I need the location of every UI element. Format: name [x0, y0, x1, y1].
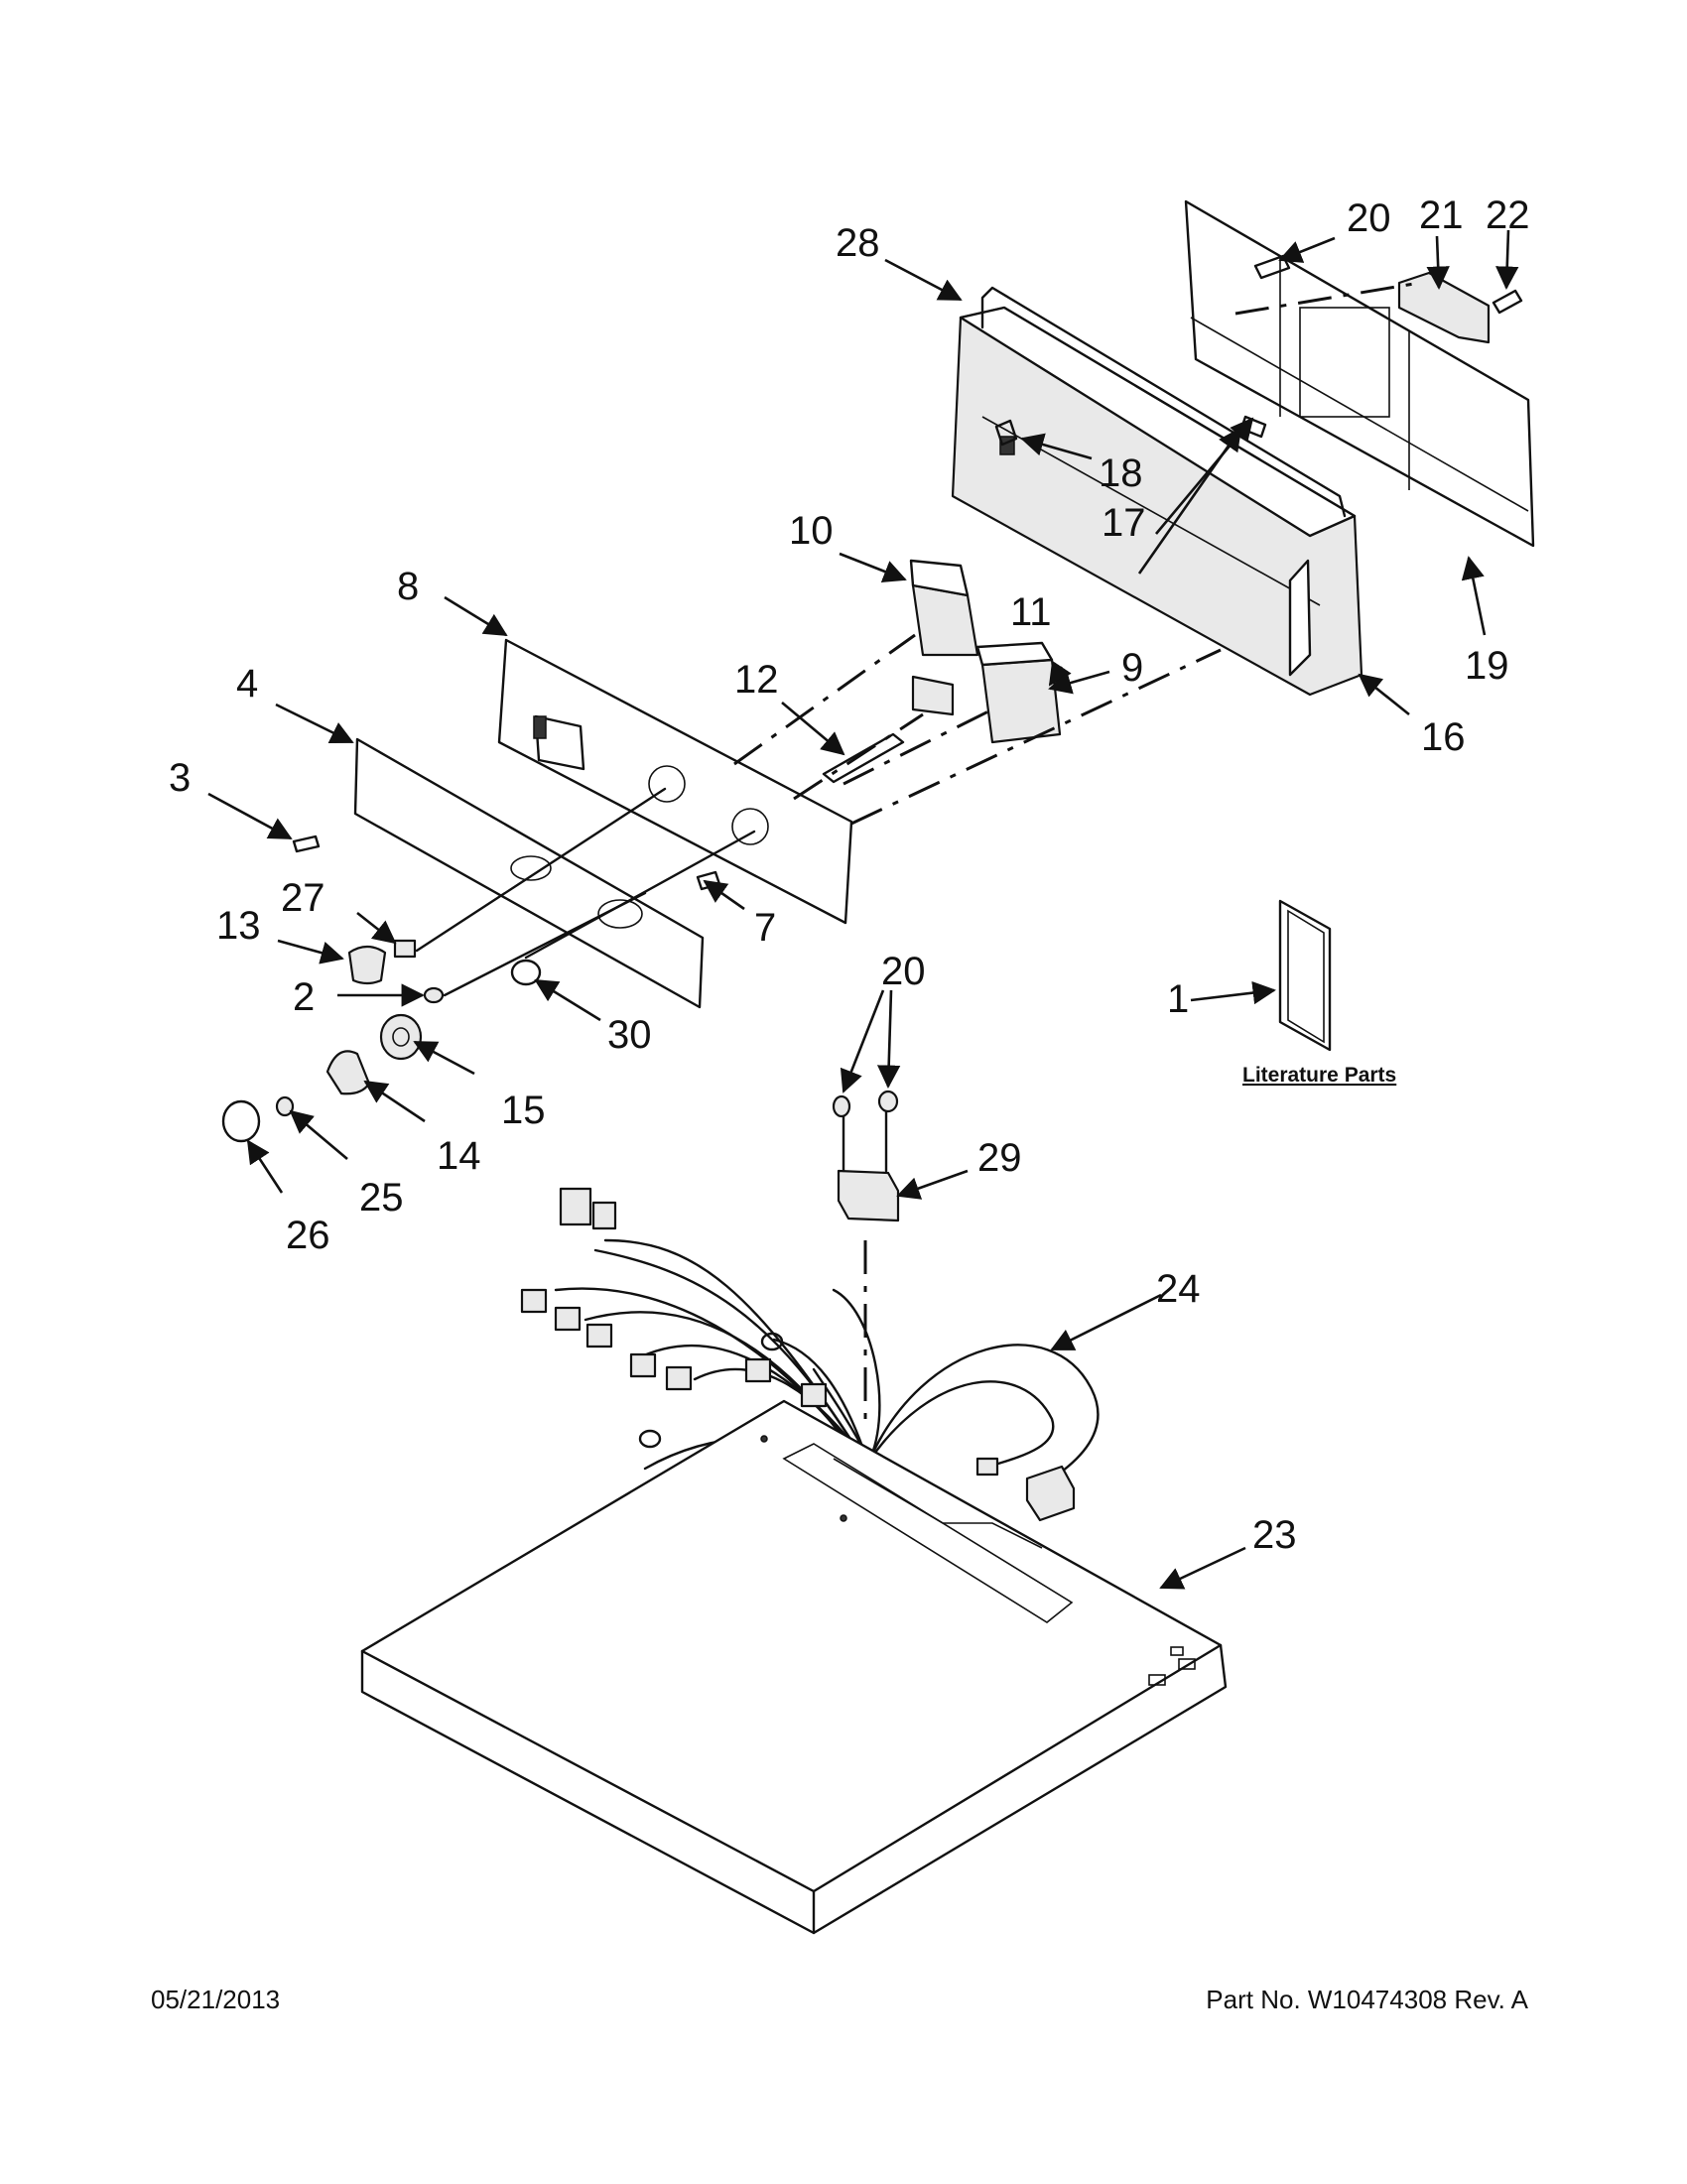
assembly-lines [733, 282, 1415, 1419]
rear-rod-28 [980, 286, 1347, 518]
callout-4: 4 [236, 662, 258, 706]
nut-25 [275, 1095, 295, 1117]
spring-27 [393, 939, 417, 959]
screw-18 [994, 419, 1018, 447]
callout-12: 12 [734, 658, 779, 702]
knob-skirt-15 [379, 1013, 423, 1061]
callout-labels: 28 20 21 22 18 17 19 16 10 11 9 12 8 4 3… [169, 193, 1530, 1557]
literature-book [1278, 899, 1332, 1052]
screw-22 [1492, 289, 1523, 315]
timer-9 [975, 641, 1062, 744]
callout-3: 3 [169, 756, 191, 800]
cap-2 [423, 986, 445, 1004]
knob-14 [325, 1050, 371, 1095]
callout-2: 2 [293, 975, 315, 1019]
callout-13: 13 [216, 904, 261, 948]
callout-arrows [207, 229, 1519, 1590]
callout-22: 22 [1486, 193, 1530, 237]
callout-15: 15 [501, 1089, 546, 1132]
back-cover-bracket [951, 306, 1363, 697]
footer-date: 05/21/2013 [151, 1985, 281, 2014]
cap-26 [221, 1099, 261, 1143]
terminal-block-29 [832, 1090, 900, 1222]
callout-30: 30 [607, 1013, 652, 1057]
callout-24: 24 [1156, 1267, 1201, 1311]
footer-part-number: Part No. W10474308 Rev. A [1206, 1985, 1528, 2014]
callout-1: 1 [1167, 977, 1189, 1021]
screw-3 [292, 835, 321, 853]
callout-27: 27 [281, 876, 325, 920]
knob-13 [347, 945, 387, 985]
callout-19: 19 [1465, 644, 1509, 688]
callout-9: 9 [1121, 646, 1143, 690]
callout-10: 10 [789, 509, 834, 553]
callout-20-top: 20 [1347, 196, 1391, 240]
callout-11: 11 [1010, 590, 1052, 634]
callout-14: 14 [437, 1134, 481, 1178]
callout-16: 16 [1421, 715, 1466, 759]
callout-17: 17 [1102, 501, 1146, 545]
callout-8: 8 [397, 565, 419, 608]
callout-20-mid: 20 [881, 950, 926, 993]
callout-21: 21 [1419, 193, 1464, 237]
callout-28: 28 [836, 221, 880, 265]
shafts [415, 787, 756, 997]
switch-10 [909, 559, 979, 657]
rear-control-housing [1184, 199, 1535, 548]
callout-18: 18 [1099, 451, 1143, 495]
wire-harness-24 [520, 1187, 1100, 1522]
callout-25: 25 [359, 1176, 404, 1220]
callout-7: 7 [754, 906, 776, 950]
switch-11 [911, 675, 955, 716]
console-overlay-4 [353, 737, 705, 1009]
callout-23: 23 [1252, 1513, 1297, 1557]
ring-30 [510, 959, 542, 986]
panel-screw-7 [696, 870, 721, 891]
dryer-top-23 [360, 1399, 1228, 1935]
callout-29: 29 [977, 1136, 1022, 1180]
screw-20-top [1253, 254, 1291, 280]
literature-parts-label: Literature Parts [1242, 1064, 1396, 1087]
callout-26: 26 [286, 1214, 330, 1257]
